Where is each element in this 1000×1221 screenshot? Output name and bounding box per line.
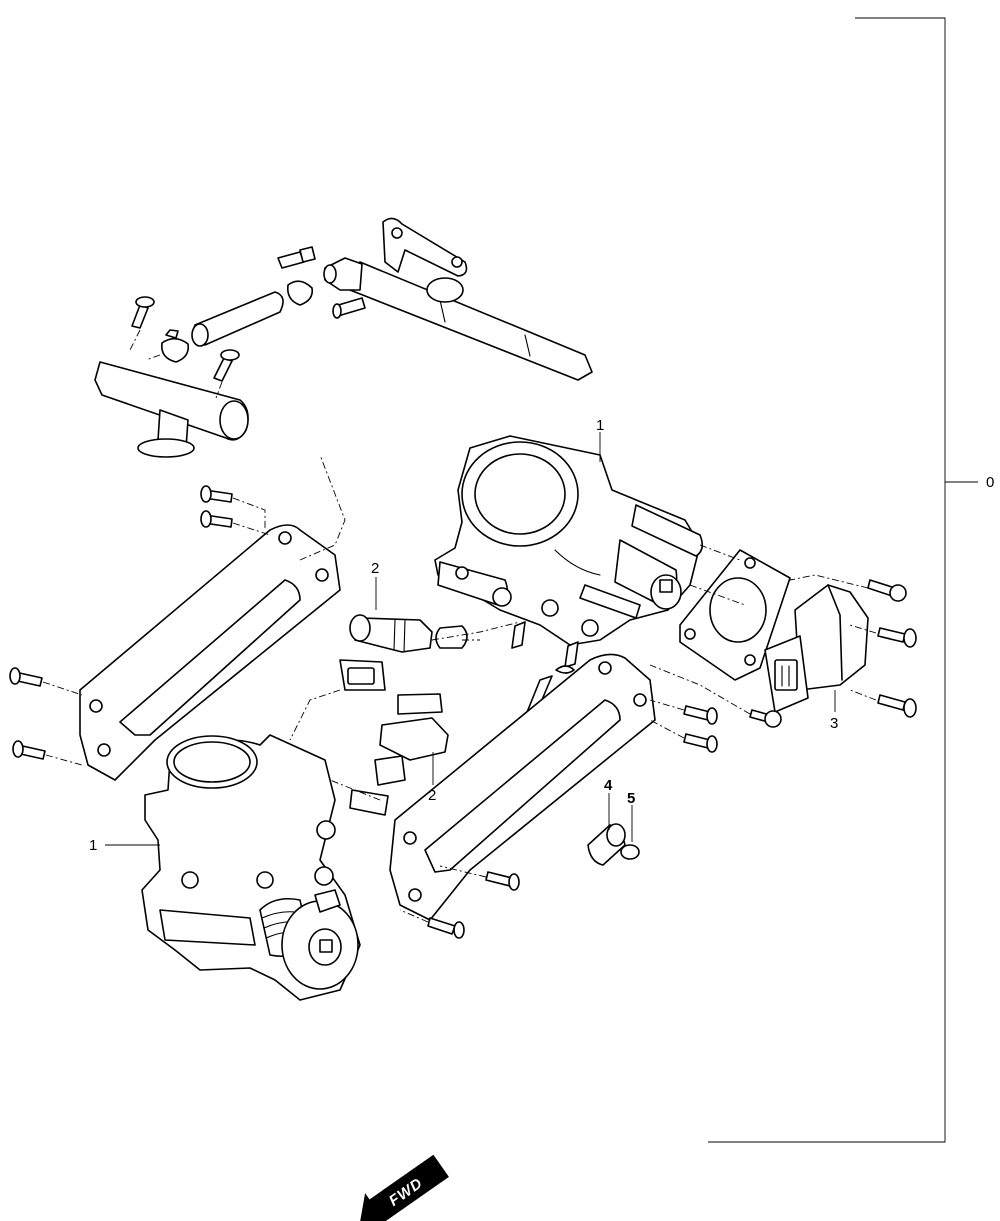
callout-injector-lower: 2	[428, 787, 436, 804]
callout-throttle-body-lower: 1	[89, 837, 97, 854]
screw	[131, 296, 155, 329]
callout-assembly: 0	[986, 474, 994, 491]
fwd-arrow: FWD	[359, 1154, 449, 1221]
screw	[332, 297, 366, 319]
vacuum-cap	[587, 793, 626, 866]
assembly-lines	[42, 454, 877, 923]
callout-sensor: 3	[830, 715, 838, 732]
screw	[277, 246, 316, 269]
throttle-position-sensor	[764, 584, 869, 713]
fuel-rail-assembly	[94, 217, 593, 458]
gasket-flange	[679, 549, 791, 681]
assembly-bracket	[708, 17, 978, 1143]
mounting-plate-left	[79, 524, 341, 781]
fuel-injector-upper	[339, 577, 468, 691]
mounting-plate-right	[389, 653, 656, 921]
o-ring	[555, 665, 575, 674]
callout-throttle-body-upper: 1	[596, 417, 604, 434]
callout-clip: 5	[627, 790, 635, 807]
fuel-injector-lower	[349, 693, 449, 816]
screw-group	[9, 485, 917, 939]
throttle-body-lower	[105, 734, 361, 1001]
throttle-body-upper	[434, 432, 704, 668]
screw	[213, 349, 240, 382]
callout-cap: 4	[604, 777, 613, 794]
hose-clip	[620, 805, 640, 860]
callout-injector-upper: 2	[371, 560, 379, 577]
